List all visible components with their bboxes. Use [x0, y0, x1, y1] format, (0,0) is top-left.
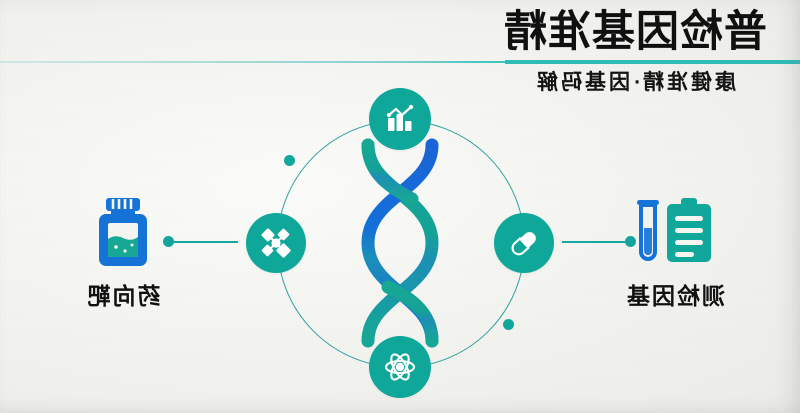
bubble-bar-chart[interactable]: [369, 88, 431, 150]
ring-node-lower-right: [503, 319, 514, 330]
connector-line-left: [170, 241, 238, 243]
bubble-molecule[interactable]: [246, 213, 306, 273]
bubble-atom[interactable]: [369, 336, 431, 398]
atom-icon: [384, 353, 416, 381]
bar-chart-analytics-icon: [386, 104, 414, 131]
dna-double-helix-icon: [361, 138, 439, 348]
molecule-network-icon: [261, 228, 291, 258]
side-group-left: 药向靶: [48, 193, 198, 311]
page-subtitle: 康健准精·因基码解: [534, 71, 736, 94]
side-label-right: 测检因基: [625, 283, 725, 309]
medicine-bottle-icon-wrap[interactable]: [48, 193, 198, 271]
test-tube-and-report-icon: [637, 198, 711, 262]
test-tube-and-report-icon-wrap[interactable]: [600, 193, 750, 271]
connector-dot-left: [163, 236, 174, 247]
bubble-capsule[interactable]: [494, 213, 554, 273]
side-group-right: 测检因基: [600, 193, 750, 311]
pill-capsule-icon: [511, 232, 536, 256]
medicine-bottle-icon: [99, 198, 147, 266]
page-title: 普检因基准精: [503, 8, 767, 56]
ring-node-upper-left: [284, 155, 295, 166]
connector-line-right: [562, 241, 630, 243]
side-label-left: 药向靶: [85, 283, 161, 309]
header-block: 普检因基准精 康健准精·因基码解: [470, 0, 800, 100]
connector-dot-right: [625, 236, 636, 247]
header-divider-line: [0, 61, 800, 63]
header-divider-accent: [505, 60, 800, 64]
